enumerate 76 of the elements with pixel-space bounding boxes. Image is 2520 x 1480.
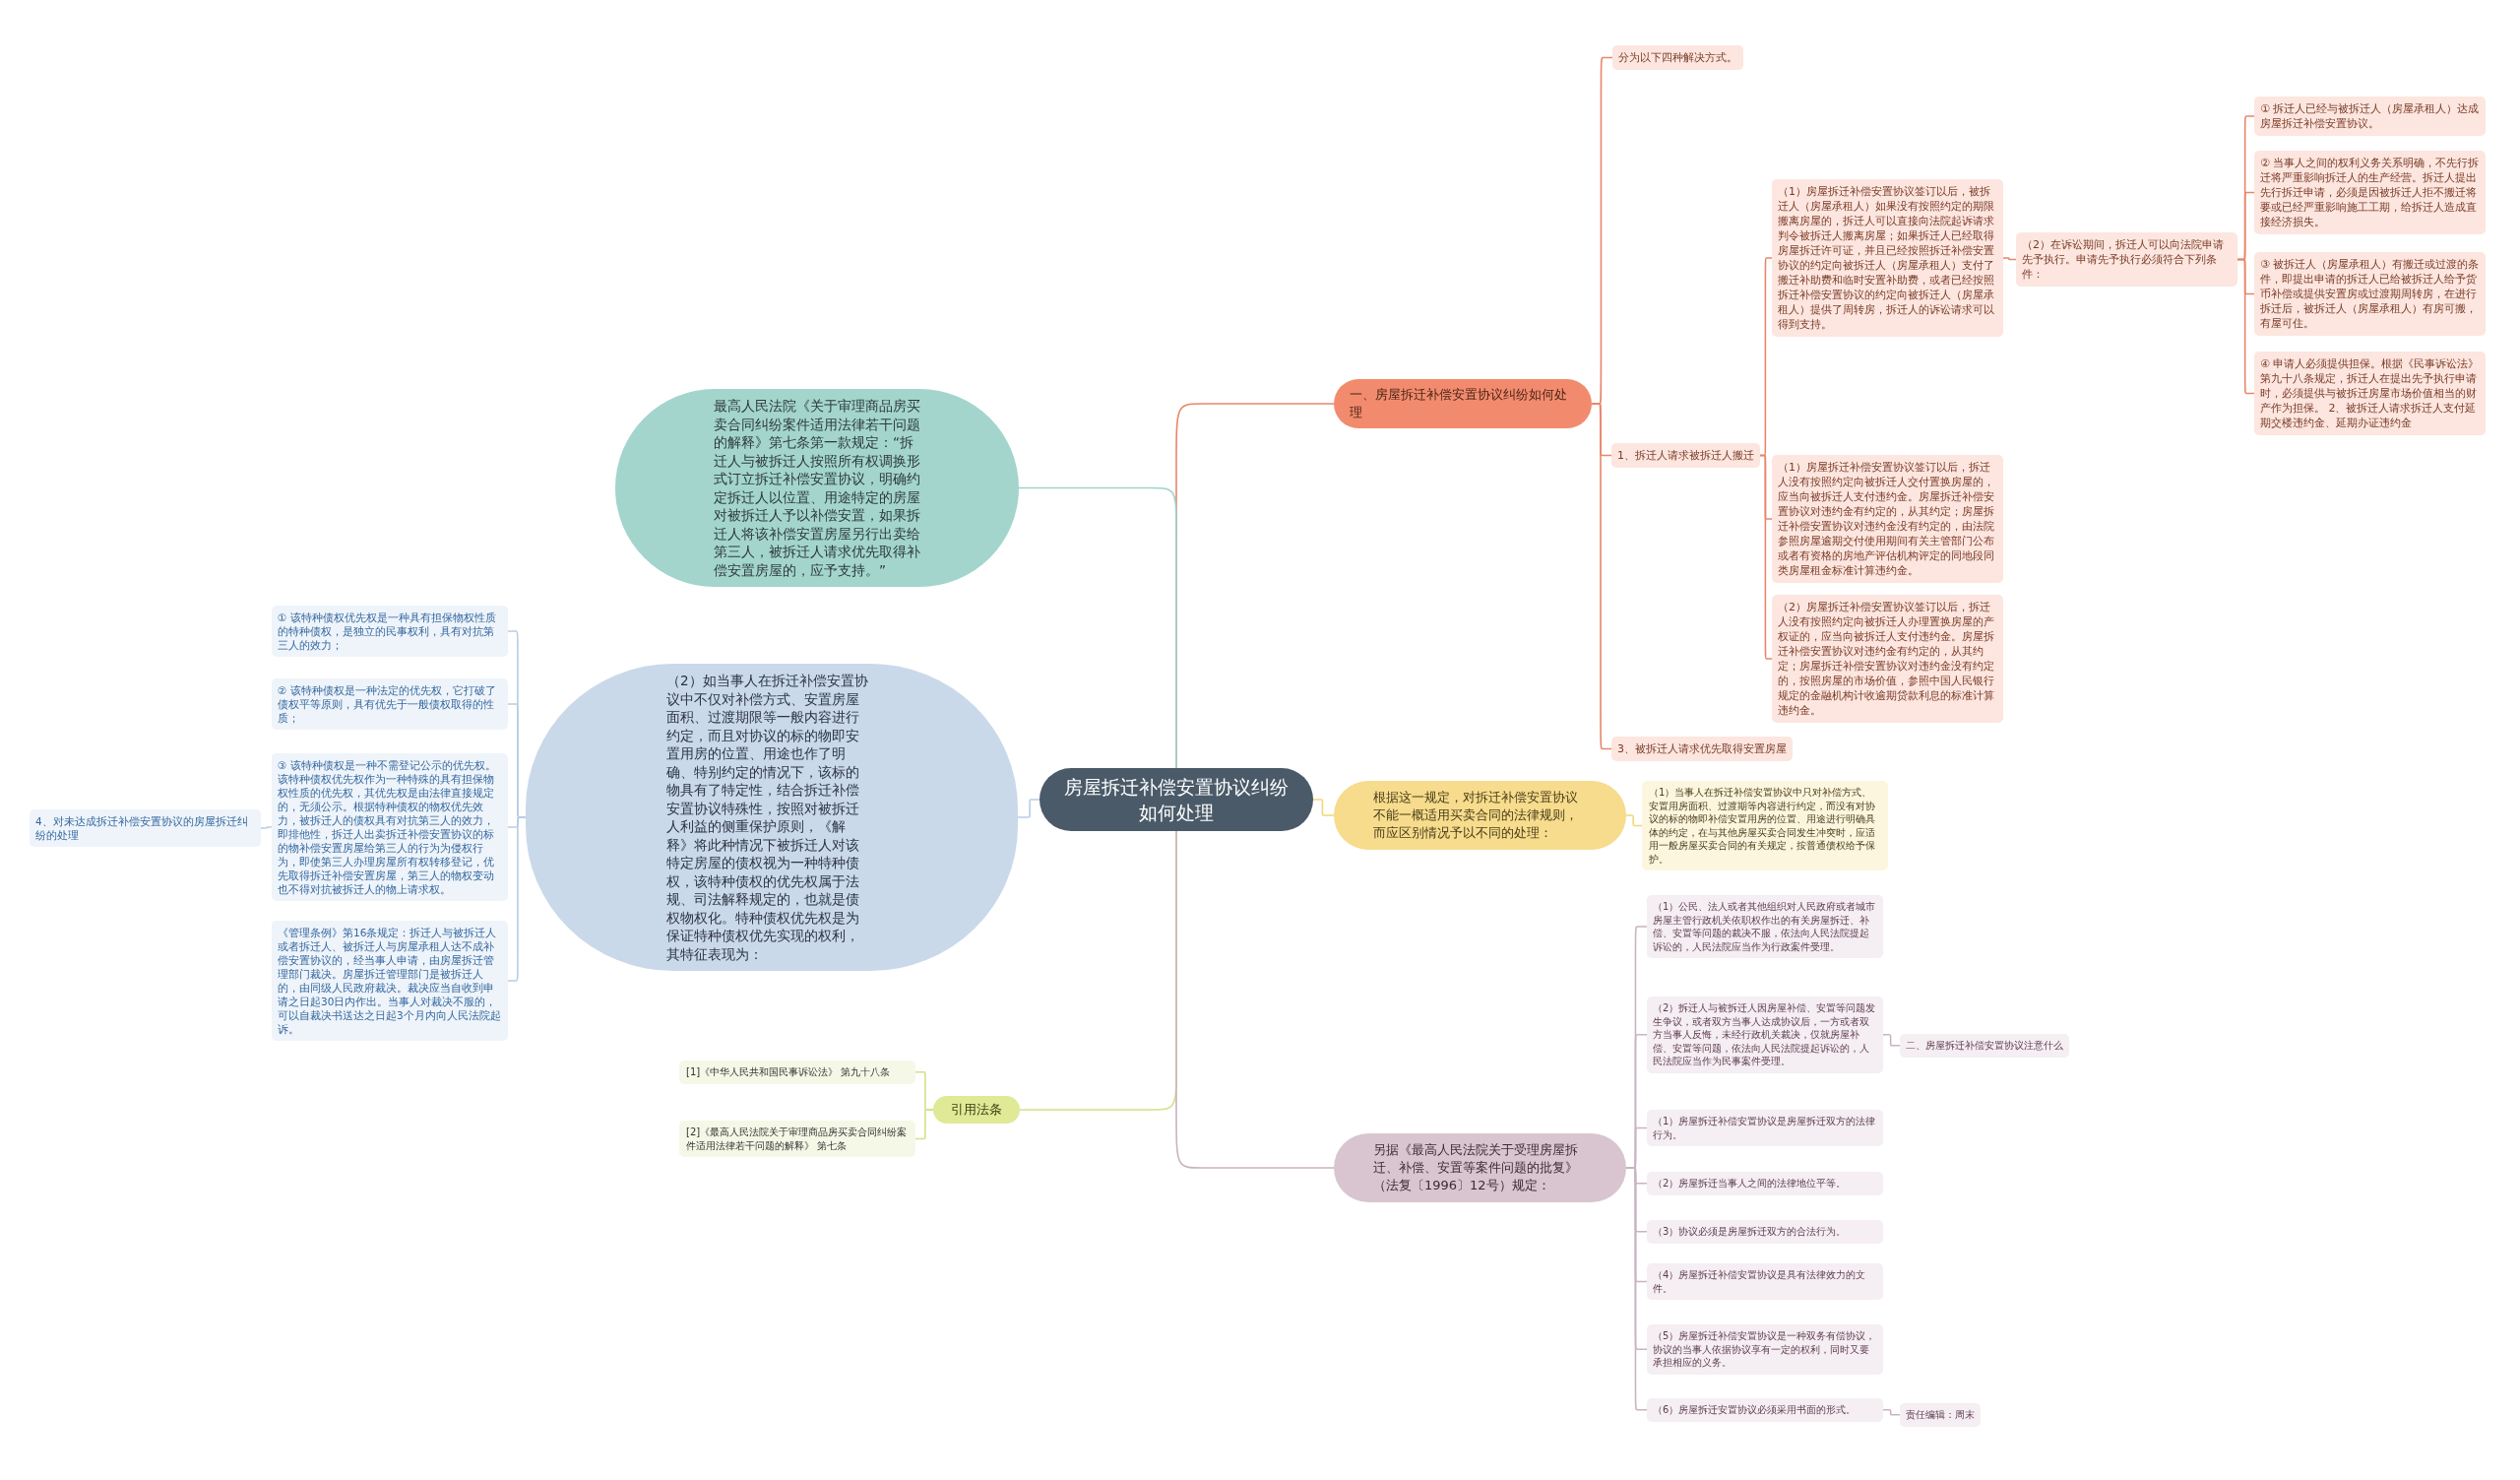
connector-line <box>1175 830 1335 1169</box>
subtopic-card <box>1647 997 1883 1073</box>
topic-text: 分为以下四种解决方式。 <box>1618 50 1737 65</box>
topic-text: ① 该特种债权优先权是一种具有担保物权性质的特种债权，是独立的民事权利，具有对抗第三人的效力； <box>278 611 497 652</box>
topic-text: [2]《最高人民法院关于审理商品房买卖合同纠纷案件适用法律若干问题的解释》 第七条 <box>686 1126 909 1152</box>
topic-text: （4）房屋拆迁补偿安置协议是具有法律效力的文件。 <box>1653 1268 1867 1295</box>
subtopic-card <box>272 606 508 657</box>
connector-line <box>2002 257 2017 261</box>
subtopic-card <box>1647 1110 1883 1146</box>
topic-text: ① 拆迁人已经与被拆迁人（房屋承租人）达成房屋拆迁补偿安置协议。 <box>2260 101 2480 131</box>
topic-text: （1）公民、法人或者其他组织对人民政府或者城市房屋主管行政机关依职权作出的有关房屋拆迁、补偿、安置等问题的裁决不服，依法向人民法院提起诉讼的，人民法院应当作为行政案件受理。 <box>1653 900 1877 953</box>
subtopic-card <box>30 809 261 847</box>
topic-text: ③ 被拆迁人（房屋承租人）有搬迁或过渡的条件，即提出申请的拆迁人已给被拆迁人给予货币补偿或提供安置房或过渡期周转房，在进行拆迁后，被拆迁人（房屋承租人）有房可搬，有屋可住。 <box>2260 257 2480 331</box>
subtopic-card <box>1900 1403 1981 1427</box>
subtopic-card <box>1647 1398 1883 1422</box>
subtopic-card <box>1611 443 1760 468</box>
topic-text: （2）房屋拆迁当事人之间的法律地位平等。 <box>1653 1177 1848 1190</box>
subtopic-card <box>2016 232 2237 287</box>
branch-topic <box>1334 379 1592 428</box>
subtopic-card <box>1647 1172 1883 1195</box>
connector-line <box>1018 486 1177 769</box>
connector-line <box>1759 454 1773 660</box>
topic-text: （1）房屋拆迁补偿安置协议是房屋拆迁双方的法律行为。 <box>1653 1115 1877 1141</box>
topic-text: （2）拆迁人与被拆迁人因房屋补偿、安置等问题发生争议，或者双方当事人达成协议后，一方或者双方当事人反悔，未经行政机关裁决，仅就房屋补偿、安置等问题，依法向人民法院提起诉讼的，人民法院应当作为民事案件受理。 <box>1653 1001 1877 1068</box>
connector-line <box>1312 799 1335 816</box>
subtopic-card <box>1647 1220 1883 1244</box>
topic-text: （5）房屋拆迁补偿安置协议是一种双务有偿协议，协议的当事人依据协议享有一定的权利，同时又要承担相应的义务。 <box>1653 1329 1877 1370</box>
topic-text: ③ 该特种债权是一种不需登记公示的优先权。该特种债权优先权作为一种特殊的具有担保物权性质的优先权，其优先权是由法律直接规定的，无须公示。根据特种债权的物权优先效力，被拆迁人的债权具有对抗第三人的效力，即排他性，拆迁人出卖拆迁补偿安置协议的标的物补偿安置房屋给第三人的行为为侵权行为，即使第三人办理房屋所有权转移登记，优先取得拆迁补偿安置房屋，第三人的物权变动也不得对抗被拆迁人的物上请求权。 <box>278 758 497 896</box>
subtopic-card <box>679 1121 915 1157</box>
topic-text: 3、被拆迁人请求优先取得安置房屋 <box>1617 741 1787 756</box>
topic-text: 一、房屋拆迁补偿安置协议纠纷如何处理 <box>1350 386 1568 421</box>
subtopic-card <box>2254 97 2486 136</box>
topic-text: ④ 申请人必须提供担保。根据《民事诉讼法》第九十八条规定，拆迁人在提出先予执行申请时，必须提供与被拆迁房屋市场价值相当的财产作为担保。 2、被拆迁人请求拆迁人支付延期交楼违约金、延期办证违约金 <box>2260 356 2480 430</box>
connector-line <box>1882 1033 1901 1047</box>
topic-text: ② 当事人之间的权利义务关系明确，不先行拆迁将严重影响拆迁人的生产经营。拆迁人提出先行拆迁申请，必须是因被拆迁人拒不搬迁将要或已经严重影响施工工期，给拆迁人造成直接经济损失。 <box>2260 156 2480 229</box>
subtopic-card <box>2254 352 2486 435</box>
subtopic-card <box>1647 1263 1883 1300</box>
topic-text: （2）房屋拆迁补偿安置协议签订以后，拆迁人没有按照约定向被拆迁人办理置换房屋的产权证的，应当向被拆迁人支付违约金。房屋拆迁补偿安置协议对违约金有约定的，从其约定；房屋拆迁补偿安置协议对违约金没有约定的，按照房屋的市场价值，参照中国人民银行规定的金融机构计收逾期贷款利息的标准计算违约金。 <box>1778 600 1995 718</box>
topic-text: （6）房屋拆迁安置协议必须采用书面的形式。 <box>1653 1403 1858 1417</box>
subtopic-card <box>2254 151 2486 234</box>
topic-text: 根据这一规定，对拆迁补偿安置协议不能一概适用买卖合同的法律规则，而应区别情况予以不同的处理： <box>1373 789 1579 842</box>
subtopic-card <box>679 1061 915 1084</box>
connector-line <box>914 1109 934 1140</box>
topic-text: 4、对未达成拆迁补偿安置协议的房屋拆迁纠纷的处理 <box>35 814 249 842</box>
connector-line <box>1017 799 1040 818</box>
branch-topic <box>933 1096 1020 1124</box>
topic-text: [1]《中华人民共和国民事诉讼法》 第九十八条 <box>686 1065 892 1079</box>
topic-text: 房屋拆迁补偿安置协议纠纷如何处理 <box>1063 775 1290 825</box>
connector-line <box>260 826 273 829</box>
topic-text: （1）房屋拆迁补偿安置协议签订以后，被拆迁人（房屋承租人）如果没有按照约定的期限搬离房屋的，拆迁人可以直接向法院起诉请求判令被拆迁人搬离房屋；如果拆迁人已经取得房屋拆迁许可证，并且已经按照拆迁补偿安置协议的约定向被拆迁人（房屋承租人）支付了搬迁补助费和临时安置补助费，或者已经按照拆迁补偿安置协议的约定向被拆迁人（房屋承租人）提供了周转房，拆迁人的诉讼请求可以得到支持。 <box>1778 184 1995 332</box>
topic-text: （3）协议必须是房屋拆迁双方的合法行为。 <box>1653 1225 1848 1239</box>
topic-text: 另据《最高人民法院关于受理房屋拆迁、补偿、安置等案件问题的批复》（法复〔1996〕12号）规定： <box>1373 1141 1579 1194</box>
subtopic-card <box>1612 45 1743 70</box>
connector-line <box>1882 1408 1901 1416</box>
topic-text: 二、房屋拆迁补偿安置协议注意什么 <box>1906 1039 2063 1053</box>
topic-text: 责任编辑：周末 <box>1906 1408 1975 1422</box>
topic-text: ② 该特种债权是一种法定的优先权，它打破了债权平等原则，具有优先于一般债权取得的性质； <box>278 683 497 725</box>
subtopic-card <box>1647 895 1883 958</box>
topic-text: 《管理条例》第16条规定：拆迁人与被拆迁人或者拆迁人、被拆迁人与房屋承租人达不成补偿安置协议的，经当事人申请，由房屋拆迁管理部门裁决。房屋拆迁管理部门是被拆迁人的，由同级人民政府裁决。裁决应当自收到申请之日起30日内作出。当事人对裁决不服的，可以自裁决书送达之日起3个月内向人民法院起诉。 <box>278 926 502 1036</box>
topic-text: 1、拆迁人请求被拆迁人搬迁 <box>1617 448 1754 463</box>
topic-text: （1）房屋拆迁补偿安置协议签订以后，拆迁人没有按照约定向被拆迁人交付置换房屋的，应当向被拆迁人支付违约金。房屋拆迁补偿安置协议对违约金有约定的，从其约定；房屋拆迁补偿安置协议对违约金没有约定的，由法院参照房屋逾期交付使用期间有关主管部门公布或者有资格的房地产评估机构评定的同地段同类房屋租金标准计算违约金。 <box>1778 460 1995 578</box>
topic-text: （1）当事人在拆迁补偿安置协议中只对补偿方式、安置用房面积、过渡期等内容进行约定，而没有对协议的标的物即补偿安置用房的位置、用途进行明确具体的约定，在与其他房屋买卖合同发生冲突时，应适用一般房屋买卖合同的有关规定，按普通债权给予保护。 <box>1649 786 1876 866</box>
subtopic-card <box>2254 252 2486 336</box>
subtopic-card <box>1642 781 1888 870</box>
topic-text: （2）在诉讼期间，拆迁人可以向法院申请先予执行。申请先予执行必须符合下列条件： <box>2022 237 2225 282</box>
subtopic-card <box>272 678 508 730</box>
connector-line <box>1625 814 1643 827</box>
topic-text: （2）如当事人在拆迁补偿安置协议中不仅对补偿方式、安置房屋面积、过渡期限等一般内容进行约定，而且对协议的标的物即安置用房的位置、用途也作了明确、特别约定的情况下，该标的物具有了特定性，结合拆迁补偿安置协议特殊性，按照对被拆迁人利益的侧重保护原则，《解释》将此种情况下被拆迁人对该特定房屋的债权视为一种特种债权，该特种债权的优先权属于法规、司法解释规定的，也就是债权物权化。特种债权优先权是为保证特种债权优先实现的权利，其特征表现为： <box>666 672 869 963</box>
subtopic-card <box>1611 737 1793 761</box>
topic-text: 最高人民法院《关于审理商品房买卖合同纠纷案件适用法律若干问题的解释》第七条第一款规定：“拆迁人与被拆迁人按照所有权调换形式订立拆迁补偿安置协议，明确约定拆迁人以位置、用途特定的房屋对被拆迁人予以补偿安置，如果拆迁人将该补偿安置房屋另行出卖给第三人，被拆迁人请求优先取得补偿安置房屋的，应予支持。” <box>714 397 921 579</box>
topic-text: 引用法条 <box>951 1101 1002 1119</box>
connector-line <box>2236 258 2255 395</box>
subtopic-card <box>1647 1324 1883 1375</box>
subtopic-card <box>1900 1034 2069 1058</box>
connector-line <box>507 816 527 982</box>
connector-line <box>1625 1167 1648 1411</box>
